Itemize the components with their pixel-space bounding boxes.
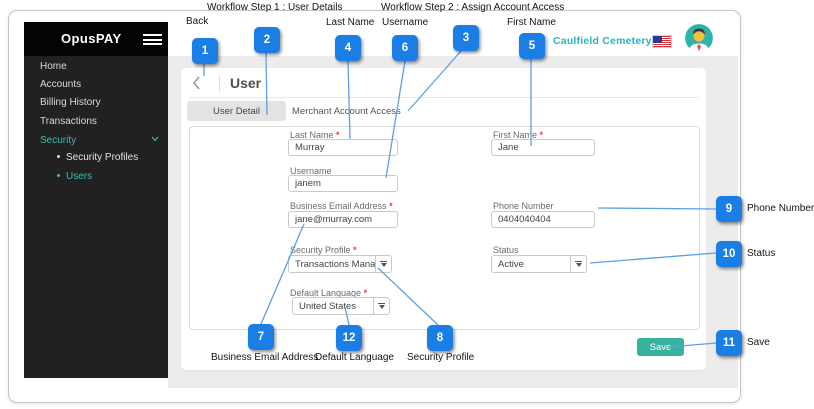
sidebar-item-accounts[interactable]: Accounts — [40, 79, 82, 90]
callout-badge-11: 11 — [716, 330, 742, 356]
flag-canton — [653, 36, 662, 43]
user-detail-form-panel: Last Name * First Name * Username Busine… — [189, 126, 700, 330]
sidebar-item-transactions[interactable]: Transactions — [40, 116, 97, 127]
callout-label-last-name: Last Name — [326, 17, 375, 28]
business-email-label: Business Email Address * — [290, 201, 393, 211]
app-logo: OpusPAY — [61, 31, 122, 46]
callout-badge-2: 2 — [254, 27, 280, 53]
callout-badge-7: 7 — [248, 324, 274, 350]
dropdown-arrow-icon[interactable] — [375, 256, 391, 272]
dropdown-arrow-icon[interactable] — [373, 298, 389, 314]
callout-label-business-email: Business Email Address — [211, 352, 319, 363]
title-divider — [219, 75, 220, 92]
chevron-down-icon[interactable] — [151, 136, 159, 142]
callout-badge-4: 4 — [335, 35, 361, 61]
sidebar-header: OpusPAY — [24, 22, 168, 56]
user-avatar[interactable] — [685, 24, 713, 52]
bullet-icon — [57, 155, 60, 158]
callout-label-first-name: First Name — [507, 17, 556, 28]
tab-user-detail[interactable]: User Detail — [187, 101, 286, 121]
back-button[interactable] — [190, 75, 204, 91]
business-email-input[interactable] — [288, 211, 398, 228]
callout-label-workflow-step-1: Workflow Step 1 : User Details — [207, 2, 343, 13]
status-select[interactable]: Active — [491, 255, 587, 273]
first-name-label: First Name * — [493, 130, 544, 140]
page-title: User — [230, 75, 262, 91]
security-profile-label: Security Profile * — [290, 245, 357, 255]
callout-badge-6: 6 — [392, 35, 418, 61]
callout-label-back: Back — [186, 16, 209, 27]
first-name-input[interactable] — [491, 139, 595, 156]
callout-label-username: Username — [382, 17, 429, 28]
callout-badge-10: 10 — [716, 241, 742, 267]
callout-badge-8: 8 — [427, 325, 453, 351]
status-label: Status — [493, 245, 519, 255]
hamburger-menu-icon[interactable] — [143, 34, 162, 46]
callout-badge-5: 5 — [519, 33, 545, 59]
callout-badge-12: 12 — [336, 325, 362, 351]
callout-label-workflow-step-2: Workflow Step 2 : Assign Account Access — [381, 2, 565, 13]
sidebar-item-home[interactable]: Home — [40, 61, 67, 72]
callout-label-status: Status — [747, 248, 776, 259]
tab-merchant-account-access[interactable]: Merchant Account Access — [292, 105, 401, 117]
callout-label-security-profile: Security Profile — [407, 352, 475, 363]
save-button[interactable]: Save — [637, 338, 684, 356]
default-language-select[interactable]: United States — [292, 297, 390, 315]
title-rule — [189, 97, 698, 98]
last-name-input[interactable] — [288, 139, 398, 156]
sidebar-item-billing-history[interactable]: Billing History — [40, 97, 101, 108]
security-profile-select[interactable]: Transactions Manager — [288, 255, 392, 273]
default-language-label: Default Language * — [290, 288, 368, 298]
username-label: Username — [290, 166, 332, 176]
phone-number-label: Phone Number — [493, 201, 554, 211]
username-input[interactable] — [288, 175, 398, 192]
bullet-icon — [57, 174, 60, 177]
callout-label-default-language: Default Language — [315, 352, 394, 363]
sidebar-item-security-profiles[interactable]: Security Profiles — [57, 152, 138, 163]
us-flag-icon[interactable] — [652, 35, 672, 48]
sidebar-item-security[interactable]: Security — [40, 135, 77, 146]
sidebar: OpusPAY Home Accounts Billing History Tr… — [24, 22, 168, 378]
callout-label-phone-number: Phone Number — [747, 203, 814, 214]
last-name-label: Last Name * — [290, 130, 340, 140]
avatar-icon — [685, 24, 713, 52]
callout-badge-1: 1 — [192, 38, 218, 64]
phone-number-input[interactable] — [491, 211, 595, 228]
sidebar-item-users[interactable]: Users — [57, 171, 92, 182]
merchant-name: Caulfield Cemetery — [553, 35, 652, 47]
callout-label-save: Save — [747, 337, 770, 348]
callout-badge-9: 9 — [716, 196, 742, 222]
dropdown-arrow-icon[interactable] — [570, 256, 586, 272]
callout-badge-3: 3 — [453, 25, 479, 51]
